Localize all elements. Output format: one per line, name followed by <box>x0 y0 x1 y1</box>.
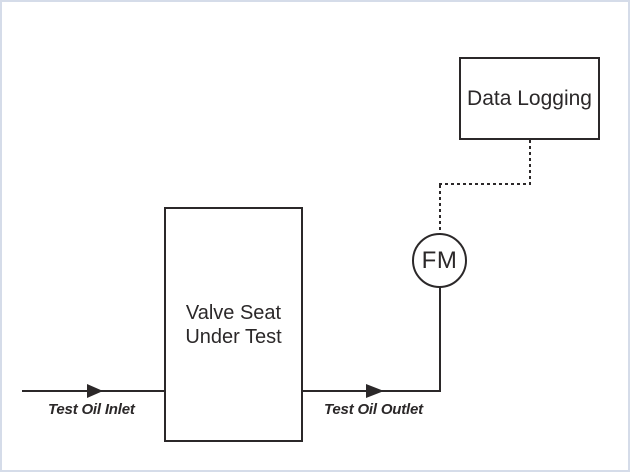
valve-seat-box: Valve Seat Under Test <box>164 207 303 442</box>
flow-meter-riser-line <box>439 287 441 392</box>
valve-seat-label-line2: Under Test <box>185 325 282 348</box>
test-oil-inlet-label: Test Oil Inlet <box>48 401 135 418</box>
test-oil-outlet-label: Test Oil Outlet <box>324 401 423 418</box>
data-logging-label: Data Logging <box>467 86 592 110</box>
signal-line-vertical-from-data-logging <box>529 140 531 185</box>
signal-line-vertical-to-flow-meter <box>439 185 441 234</box>
flow-meter-label: FM <box>421 246 458 274</box>
signal-line-horizontal <box>439 183 531 185</box>
inlet-arrowhead-icon <box>87 384 103 398</box>
flow-meter-circle: FM <box>412 233 467 288</box>
outlet-arrowhead-icon <box>366 384 384 398</box>
data-logging-box: Data Logging <box>459 57 600 140</box>
valve-seat-label: Valve Seat Under Test <box>185 301 281 349</box>
valve-seat-label-line1: Valve Seat <box>185 301 282 324</box>
